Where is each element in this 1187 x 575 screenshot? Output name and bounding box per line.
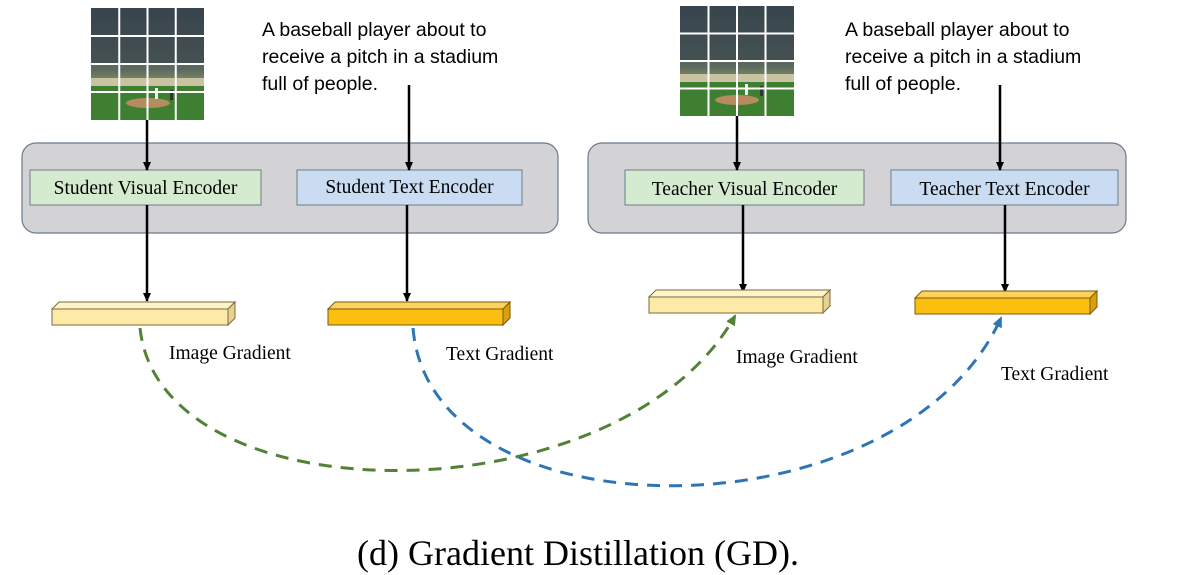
student-caption-line-2: receive a pitch in a stadium [262,46,498,68]
student-group: A baseball player about to receive a pit… [21,8,559,327]
student-text-encoder-label: Student Text Encoder [325,177,494,198]
student-text-feature-bar [326,300,512,327]
teacher-group: A baseball player about to receive a pit… [587,6,1127,316]
student-text-encoder-box [296,169,523,206]
student-stadium-image [91,8,204,120]
teacher-image-feature-bar [647,288,832,315]
student-caption-line-1: A baseball player about to [262,19,487,41]
teacher-text-gradient-label: Text Gradient [1001,364,1109,385]
teacher-caption-line-1: A baseball player about to [845,19,1070,41]
teacher-caption-line-3: full of people. [845,73,961,95]
student-image-gradient-label: Image Gradient [169,343,291,364]
teacher-caption: A baseball player about to receive a pit… [845,19,1087,95]
teacher-text-encoder-box [890,169,1119,206]
teacher-visual-encoder-box [624,169,865,206]
teacher-stadium-image [680,6,794,116]
teacher-caption-line-2: receive a pitch in a stadium [845,46,1081,68]
student-text-gradient-label: Text Gradient [446,344,554,365]
teacher-visual-encoder-label: Teacher Visual Encoder [652,179,838,200]
teacher-text-encoder-label: Teacher Text Encoder [919,179,1090,200]
student-encoder-panel [21,142,559,234]
student-image-feature-bar [50,300,237,327]
image-gradient-curve [138,314,737,472]
teacher-text-feature-bar [913,289,1099,316]
figure-caption: (d) Gradient Distillation (GD). [357,533,799,573]
student-caption: A baseball player about to receive a pit… [262,19,504,95]
student-visual-encoder-label: Student Visual Encoder [54,178,238,199]
teacher-image-gradient-label: Image Gradient [736,347,858,368]
student-visual-encoder-box [29,169,262,206]
student-caption-line-3: full of people. [262,73,378,95]
text-gradient-curve [411,316,1003,488]
